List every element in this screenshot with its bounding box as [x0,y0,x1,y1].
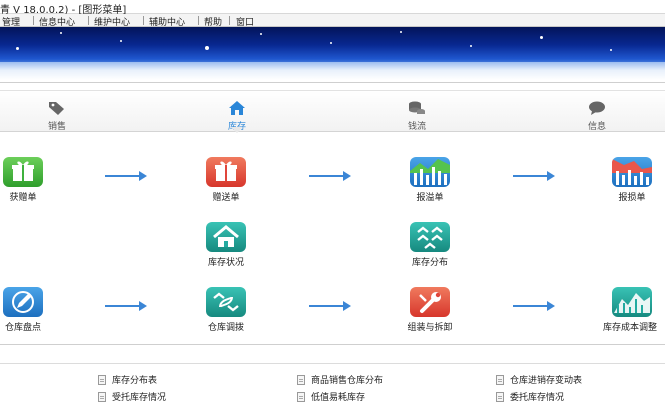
star-decoration [16,47,19,50]
document-icon [496,375,504,385]
flow-node-loss-report[interactable]: 报损单 [597,157,665,207]
flow-node-label: 仓库调拨 [207,323,244,333]
menu-separator [229,16,230,25]
window-title-bar: 青 V 18.0.0.2) - [图形菜单] [0,0,665,16]
category-tab-bar: 销售 库存 钱流 信息 [0,90,665,132]
flow-arrow [105,301,147,311]
flow-node-label: 库存成本调整 [602,323,657,333]
tab-cashflow[interactable]: 钱流 [377,91,457,133]
flow-node-label: 赠送单 [212,193,240,203]
flow-node-label: 组装与拆卸 [407,323,453,333]
star-decoration [470,45,472,47]
houses-icon [410,222,450,252]
coins-icon [409,101,425,114]
star-decoration [205,46,209,50]
flow-node-stock-distribution[interactable]: 库存分布 [395,222,465,272]
document-icon [98,392,106,402]
flow-arrow [105,171,147,181]
menu-item-help[interactable]: 帮助 [204,18,223,28]
home-icon [229,101,245,115]
flow-arrow [513,171,555,181]
tab-sales[interactable]: 销售 [17,91,97,133]
header-banner [0,27,665,67]
tab-label: 销售 [47,122,66,132]
flow-arrow [309,171,351,181]
link-label: 低值易耗库存 [311,393,366,403]
flow-node-cost-adjustment[interactable]: 库存成本调整 [597,287,665,337]
divider [0,82,665,83]
menu-item-manage[interactable]: 管理 [2,18,21,28]
link-label: 委托库存情况 [510,393,565,403]
flow-node-label: 报损单 [618,193,646,203]
bar-chart-up-icon [410,157,450,187]
link-consigned-in-stock[interactable]: 受托库存情况 [98,390,166,403]
window-title: 青 V 18.0.0.2) - [图形菜单] [0,5,127,16]
link-label: 仓库进销存变动表 [510,376,583,386]
divider [0,344,665,345]
wrench-icon [410,287,450,317]
active-tab-pointer [231,127,243,133]
link-product-sales-warehouse-distribution[interactable]: 商品销售仓库分布 [297,373,383,386]
tab-label: 信息 [587,122,606,132]
bar-chart-down-icon [612,157,652,187]
flow-node-gift-received[interactable]: 获赠单 [0,157,58,207]
gift-icon [3,157,43,187]
menu-separator [33,16,34,25]
menu-item-info-center[interactable]: 信息中心 [39,18,76,28]
star-decoration [120,40,122,42]
link-consigned-out-stock[interactable]: 委托库存情况 [496,390,564,403]
link-warehouse-inout-change-table[interactable]: 仓库进销存变动表 [496,373,582,386]
menu-bar: 管理 信息中心 维护中心 辅助中心 帮助 窗口 [0,14,665,28]
document-icon [297,392,305,402]
chat-bubble-icon [589,101,605,115]
flow-node-warehouse-transfer[interactable]: 仓库调拨 [191,287,261,337]
menu-item-assist-center[interactable]: 辅助中心 [149,18,186,28]
document-icon [297,375,305,385]
star-decoration [540,36,543,39]
house-icon [206,222,246,252]
flow-node-gift-given[interactable]: 赠送单 [191,157,261,207]
banner-fade [0,62,665,80]
pencil-icon [3,287,43,317]
star-decoration [400,31,402,33]
tab-label: 钱流 [407,122,426,132]
link-low-value-consumables[interactable]: 低值易耗库存 [297,390,365,403]
flow-node-stocktake[interactable]: 仓库盘点 [0,287,58,337]
link-stock-distribution-table[interactable]: 库存分布表 [98,373,157,386]
star-decoration [610,49,612,51]
flow-node-label: 仓库盘点 [4,323,41,333]
menu-separator [88,16,89,25]
flow-node-label: 获赠单 [9,193,37,203]
menu-item-window[interactable]: 窗口 [236,18,255,28]
flow-arrow [513,301,555,311]
divider [0,363,665,364]
document-icon [496,392,504,402]
flow-node-label: 库存状况 [207,258,244,268]
tag-icon [49,102,64,115]
flow-node-assembly-disassembly[interactable]: 组装与拆卸 [395,287,465,337]
flow-node-label: 库存分布 [411,258,448,268]
document-icon [98,375,106,385]
star-decoration [260,33,262,35]
flow-node-stock-status[interactable]: 库存状况 [191,222,261,272]
flow-node-label: 报溢单 [416,193,444,203]
flow-arrow [309,301,351,311]
menu-separator [198,16,199,25]
tab-info[interactable]: 信息 [557,91,637,133]
star-decoration [60,32,62,34]
gift-icon [206,157,246,187]
link-label: 库存分布表 [112,376,158,386]
link-label: 受托库存情况 [112,393,167,403]
menu-item-maintenance-center[interactable]: 维护中心 [94,18,131,28]
menu-separator [143,16,144,25]
transfer-icon [206,287,246,317]
star-decoration [330,42,332,44]
link-label: 商品销售仓库分布 [311,376,384,386]
flow-node-overflow-report[interactable]: 报溢单 [395,157,465,207]
chart-mountain-icon [612,287,652,317]
